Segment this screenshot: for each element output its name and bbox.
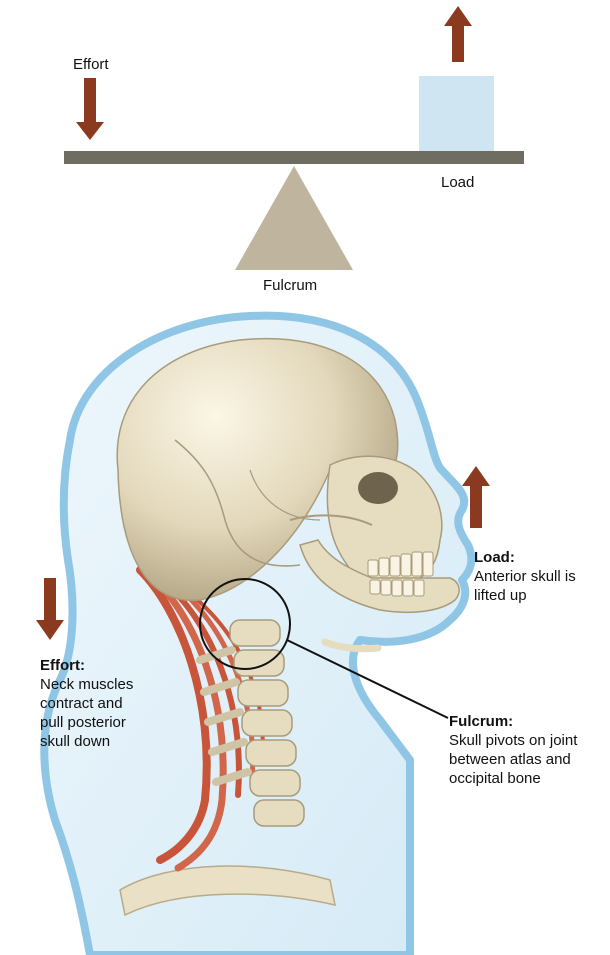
arrow-up-icon — [444, 6, 472, 62]
effort-annotation-line: Neck muscles — [40, 676, 134, 693]
fulcrum-annotation-line: between atlas and — [449, 751, 571, 768]
effort-annotation-line: pull posterior — [40, 714, 126, 731]
hyoid-bone — [321, 638, 382, 653]
load-annotation-line: Anterior skull is — [474, 568, 576, 585]
load-annotation-title: Load: — [474, 549, 515, 566]
eye-socket — [358, 472, 398, 504]
load-box — [419, 76, 494, 152]
fulcrum-annotation-line: Skull pivots on joint — [449, 732, 578, 749]
fulcrum-triangle — [235, 166, 353, 270]
effort-annotation-line: skull down — [40, 733, 111, 750]
fulcrum-annotation: Fulcrum: Skull pivots on joint between a… — [449, 712, 577, 788]
lever-bar — [64, 151, 524, 164]
load-annotation-line: lifted up — [474, 587, 527, 604]
load-label-top: Load — [441, 174, 475, 191]
effort-arrow-top — [76, 78, 104, 140]
arrow-down-icon — [36, 578, 64, 640]
teeth — [367, 551, 434, 597]
fulcrum-joint-circle — [199, 578, 291, 670]
fulcrum-annotation-line: occipital bone — [449, 770, 541, 787]
effort-arrow-neck — [36, 578, 64, 640]
arrow-down-icon — [76, 78, 104, 140]
skull-cranium — [116, 337, 399, 602]
skull-face — [326, 455, 443, 581]
effort-annotation-title: Effort: — [40, 657, 85, 674]
load-arrow-head — [462, 466, 490, 528]
head-illustration — [40, 311, 476, 955]
effort-annotation-line: contract and — [40, 695, 123, 712]
effort-label-top: Effort — [73, 56, 109, 73]
load-annotation: Load: Anterior skull is lifted up — [474, 548, 576, 605]
fulcrum-label-top: Fulcrum — [263, 277, 318, 294]
effort-annotation: Effort: Neck muscles contract and pull p… — [40, 656, 133, 751]
arrow-up-icon — [462, 466, 490, 528]
fulcrum-leader-line — [286, 639, 449, 719]
fulcrum-annotation-title: Fulcrum: — [449, 713, 514, 730]
load-arrow-top — [444, 6, 472, 62]
